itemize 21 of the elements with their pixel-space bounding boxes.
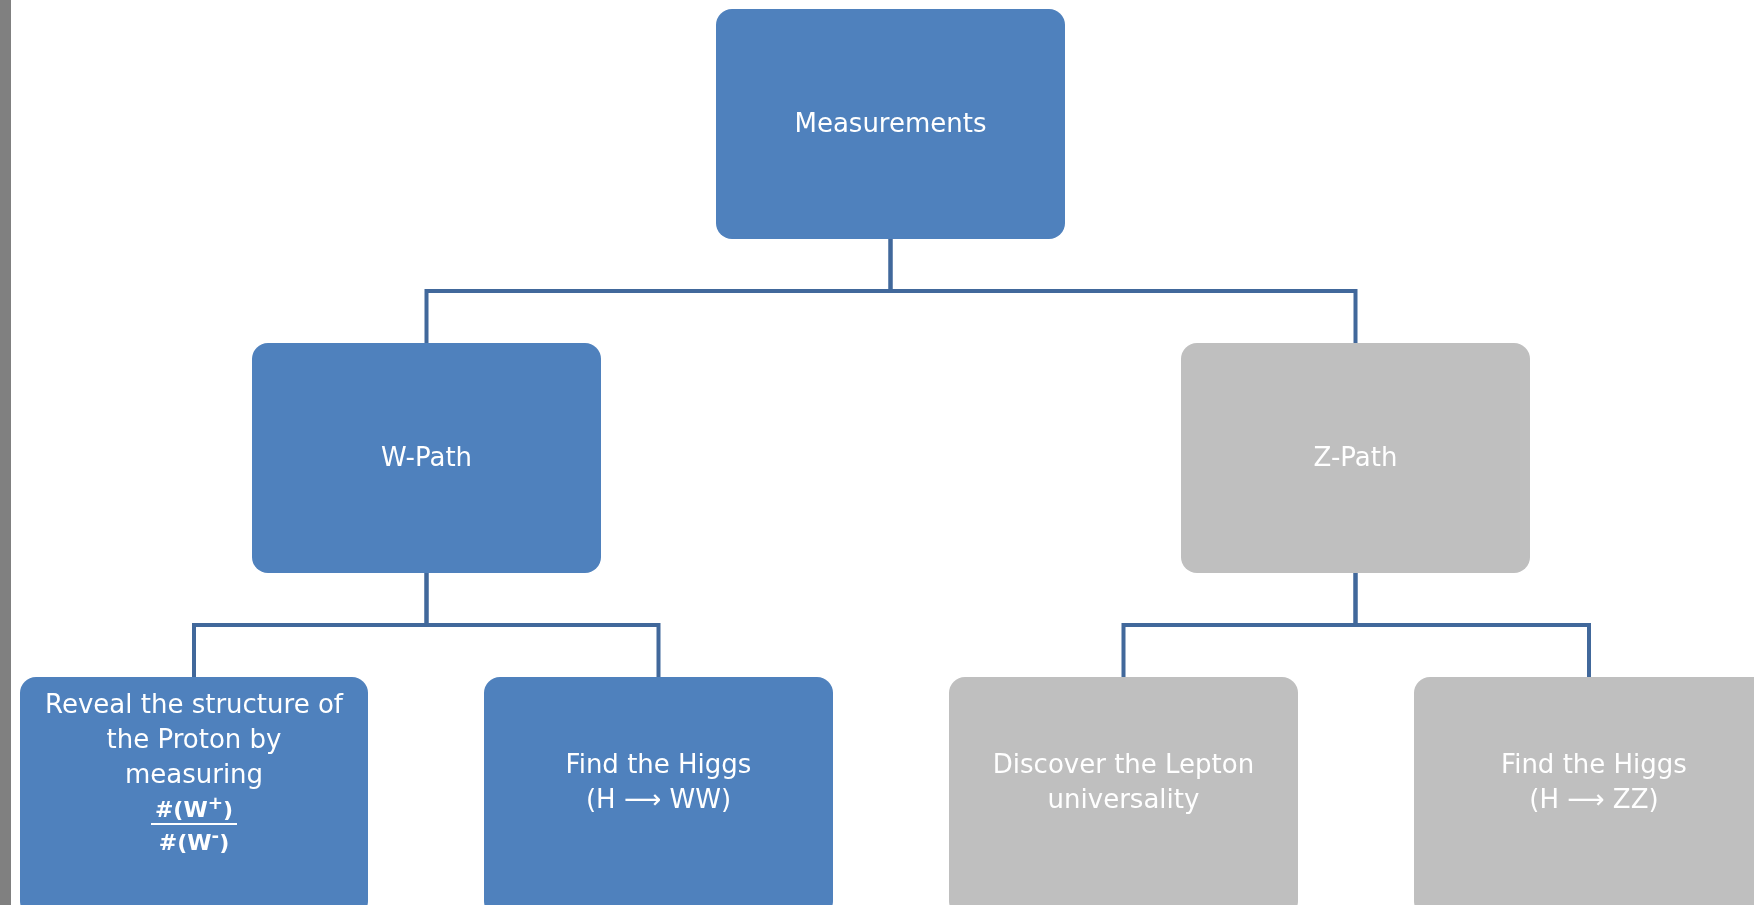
fraction-numerator: #(W$^{+}$) (150, 792, 238, 825)
process-box (484, 677, 833, 905)
process-box (949, 677, 1298, 905)
connector-line (424, 573, 661, 677)
process-box (252, 343, 601, 573)
box-text: Discover the Lepton universality (991, 747, 1256, 816)
process-box (716, 9, 1065, 239)
fraction-denominator: #(W$^{-}$) (158, 824, 230, 856)
box-text: (H ⟶ WW) (585, 783, 732, 816)
process-box (1414, 677, 1754, 905)
box-text: Measurements (794, 107, 987, 141)
process-box (1181, 343, 1530, 573)
box-text: Find the Higgs (1501, 747, 1687, 781)
box-text: Find the Higgs (565, 747, 752, 781)
connector-line (1353, 573, 1591, 677)
connector-line (888, 239, 1358, 343)
box-text: (H ⟶ ZZ) (1529, 783, 1659, 816)
box-text: Z-Path (1313, 441, 1398, 475)
box-text: W-Path (380, 441, 473, 475)
process-box (20, 677, 368, 905)
box-text: Reveal the structure of the Proton by measuring (44, 688, 345, 792)
